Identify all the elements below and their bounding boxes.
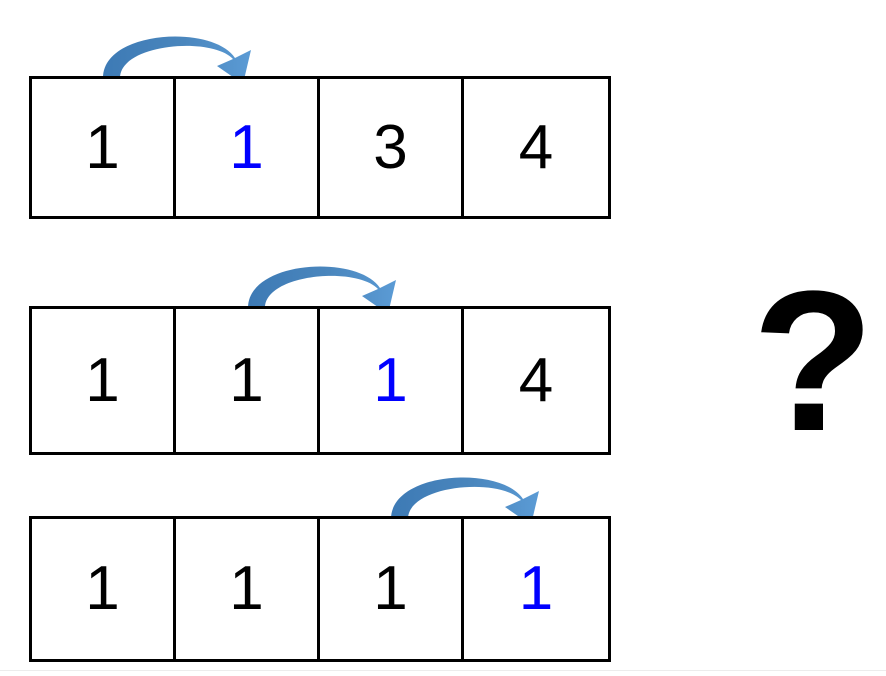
array-cell[interactable]: 1 — [32, 309, 176, 452]
array-cell[interactable]: 1 — [32, 79, 176, 216]
array-cell[interactable]: 3 — [320, 79, 464, 216]
array-cell[interactable]: 1 — [320, 309, 464, 452]
shift-arrow-row-2 — [248, 266, 396, 314]
array-cell[interactable]: 1 — [176, 309, 320, 452]
array-cell[interactable]: 1 — [320, 519, 464, 659]
array-cell[interactable]: 4 — [464, 79, 608, 216]
array-cell[interactable]: 1 — [32, 519, 176, 659]
array-cell[interactable]: 1 — [176, 519, 320, 659]
array-row-2: 1 1 1 4 — [29, 306, 611, 455]
array-cell[interactable]: 4 — [464, 309, 608, 452]
shift-arrow-row-1 — [103, 36, 251, 84]
question-mark-glyph: ? — [752, 250, 875, 473]
shift-arrow-row-3 — [391, 477, 539, 525]
array-cell[interactable]: 1 — [176, 79, 320, 216]
array-cell[interactable]: 1 — [464, 519, 608, 659]
array-row-3: 1 1 1 1 — [29, 516, 611, 662]
array-row-1: 1 1 3 4 — [29, 76, 611, 219]
bottom-divider — [0, 670, 886, 671]
